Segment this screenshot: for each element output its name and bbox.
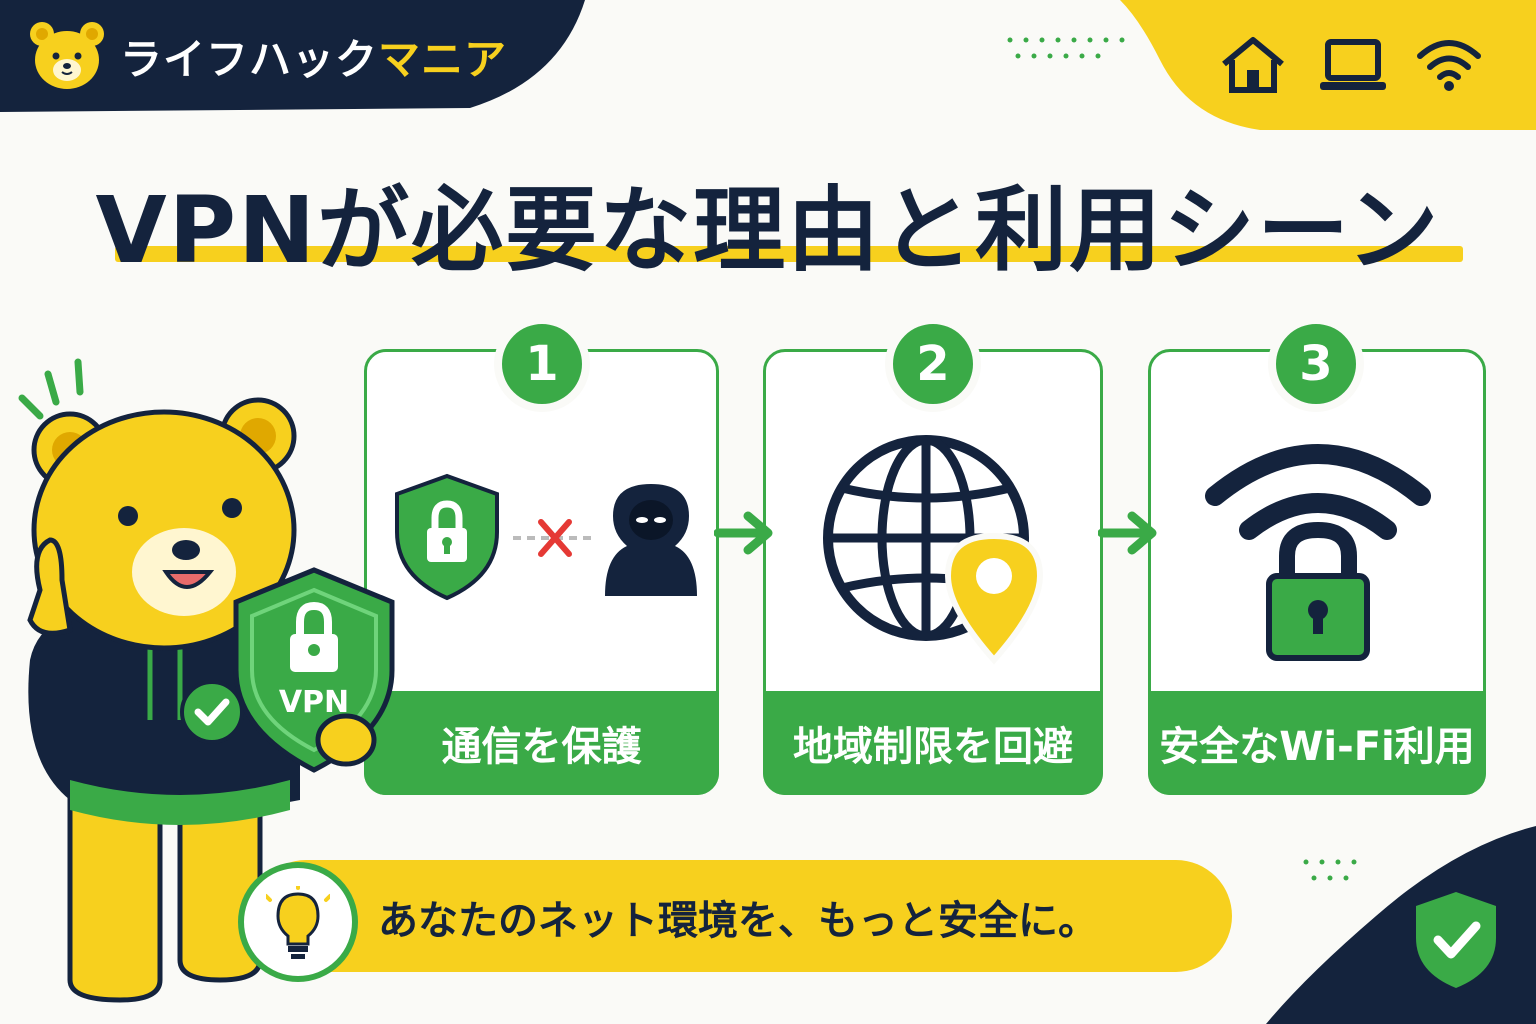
tagline-banner	[250, 860, 1232, 972]
laptop-icon	[1320, 39, 1386, 90]
brand-logo[interactable]: ライフハックマニア	[120, 26, 507, 87]
brand-name-part2: マニア	[378, 35, 508, 84]
step-label-3: 安全なWi-Fi利用	[1148, 691, 1486, 795]
step-card-1: 通信を保護	[364, 349, 719, 795]
lightbulb-icon	[266, 886, 330, 959]
wifi-lock-icon	[1205, 444, 1431, 661]
brand-header-band	[0, 0, 585, 112]
brand-name-part1: ライフハック	[120, 35, 379, 84]
step-number-2: 2	[885, 316, 981, 412]
step-number-1: 1	[494, 316, 590, 412]
mascot-shield-text: VPN	[279, 685, 349, 720]
bear-face-icon	[30, 22, 104, 89]
decorative-dots	[1007, 37, 1125, 59]
step-card-2: 地域制限を回避	[763, 349, 1103, 795]
title-underline	[115, 246, 1463, 262]
tagline-text: あなたのネット環境を、もっと安全に。	[378, 898, 1098, 944]
step-label-2: 地域制限を回避	[763, 691, 1103, 795]
lightbulb-badge	[238, 862, 358, 982]
home-icon	[1222, 37, 1284, 93]
shield-lock-vs-hacker-icon	[395, 473, 697, 601]
step-number-3: 3	[1268, 316, 1364, 412]
wifi-icon	[1417, 40, 1481, 91]
page-title: VPNが必要な理由と利用シーン	[95, 177, 1441, 284]
globe-location-pin-icon	[823, 435, 1044, 665]
arrow-right-icon	[1098, 511, 1157, 555]
step-card-3: 安全なWi-Fi利用	[1148, 349, 1486, 795]
arrow-right-icon	[714, 511, 773, 555]
footer-shield-band	[1266, 826, 1536, 1024]
bear-mascot: VPN	[18, 358, 395, 1003]
step-label-1: 通信を保護	[364, 691, 719, 795]
